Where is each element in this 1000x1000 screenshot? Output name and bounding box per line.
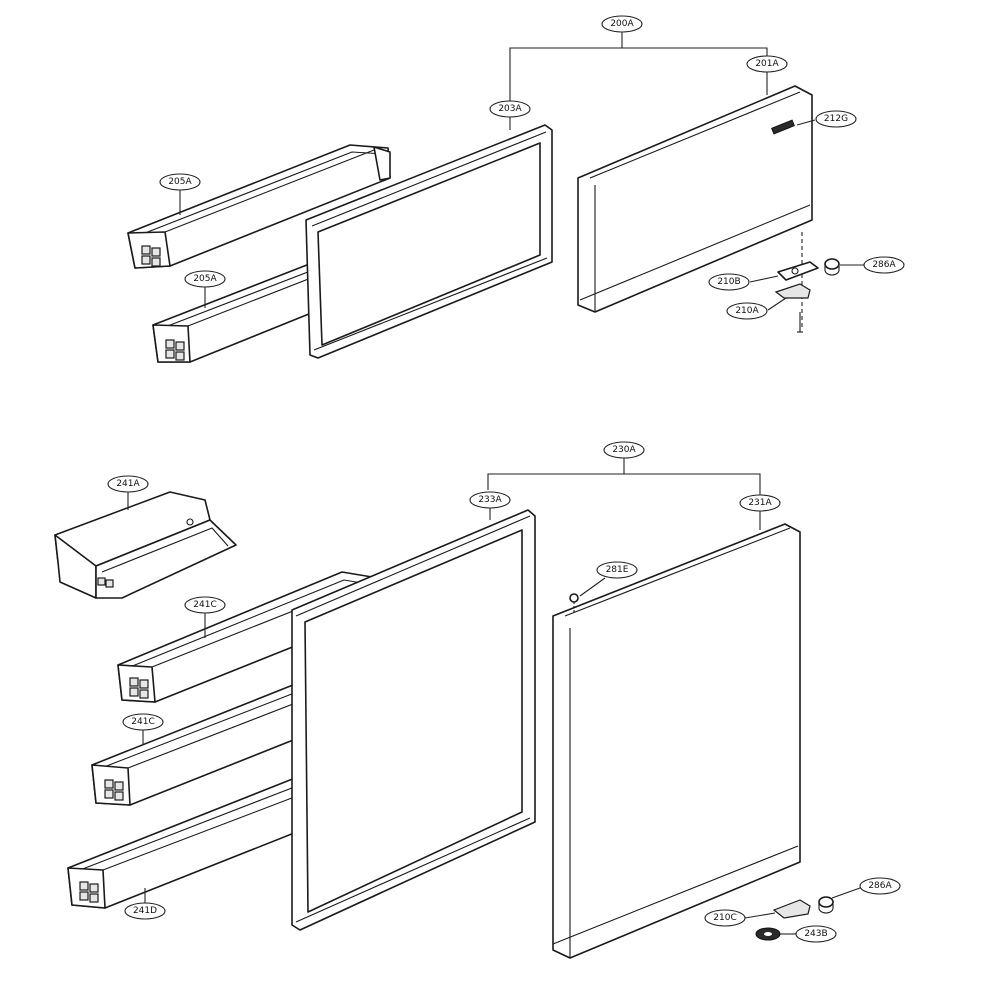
leader-286A-bottom [831,887,861,899]
fridge-door-231A [552,523,801,959]
callout-233A: 233A [469,491,511,509]
door-gasket-233A [291,509,536,931]
callout-281E: 281E [596,561,638,579]
callout-210B: 210B [708,273,750,291]
callout-210A: 210A [726,302,768,320]
washer-243B [755,927,781,941]
callout-241D: 241D [124,902,166,920]
svg-text:200A: 200A [610,19,634,29]
callout-200A: 200A [601,15,643,33]
door-badge-212G [771,119,795,135]
callout-286A-top: 286A [863,256,905,274]
svg-text:210C: 210C [713,913,736,923]
hinge-210A [774,283,811,299]
door-gasket-203A [305,124,553,359]
callout-231A: 231A [739,494,781,512]
svg-text:241C: 241C [131,717,154,727]
screw-top [797,312,803,333]
svg-text:243B: 243B [804,929,827,939]
svg-text:210A: 210A [735,306,759,316]
hinge-210B [777,261,819,281]
cap-286A-bottom [818,896,834,914]
svg-text:241D: 241D [133,906,157,916]
svg-text:212G: 212G [824,114,848,124]
svg-text:241C: 241C [193,600,216,610]
callout-243B: 243B [795,925,837,943]
callout-286A-bottom: 286A [859,877,901,895]
leader-200A [509,47,768,103]
callout-205A-bottom: 205A [184,270,226,288]
svg-text:203A: 203A [498,104,522,114]
svg-text:201A: 201A [755,59,779,69]
leader-212G [796,119,816,126]
hinge-210C [772,899,811,919]
svg-text:205A: 205A [168,177,192,187]
svg-text:231A: 231A [748,498,772,508]
callout-210C: 210C [704,909,746,927]
leader-210B [749,275,779,283]
svg-text:286A: 286A [868,881,892,891]
svg-text:233A: 233A [478,495,502,505]
callout-241C-top: 241C [184,596,226,614]
callout-212G: 212G [815,110,857,128]
callout-241C-bottom: 241C [122,713,164,731]
svg-text:210B: 210B [717,277,740,287]
svg-text:241A: 241A [116,479,140,489]
svg-text:230A: 230A [612,445,636,455]
cap-286A-top [824,258,840,276]
door-shelf-205A-upper [127,144,391,269]
svg-text:286A: 286A [872,260,896,270]
svg-text:281E: 281E [606,565,629,575]
freezer-door-201A [577,85,813,313]
leader-230A [487,473,761,497]
callout-205A-top: 205A [159,173,201,191]
callout-201A: 201A [746,55,788,73]
svg-text:205A: 205A [193,274,217,284]
leader-281E [579,577,606,597]
callout-230A: 230A [603,441,645,459]
leader-210C [744,912,776,919]
leader-210A [767,297,787,311]
callout-203A: 203A [489,100,531,118]
dairy-bin-241A [54,491,237,599]
callout-241A: 241A [107,475,149,493]
screw-281E [569,593,579,614]
